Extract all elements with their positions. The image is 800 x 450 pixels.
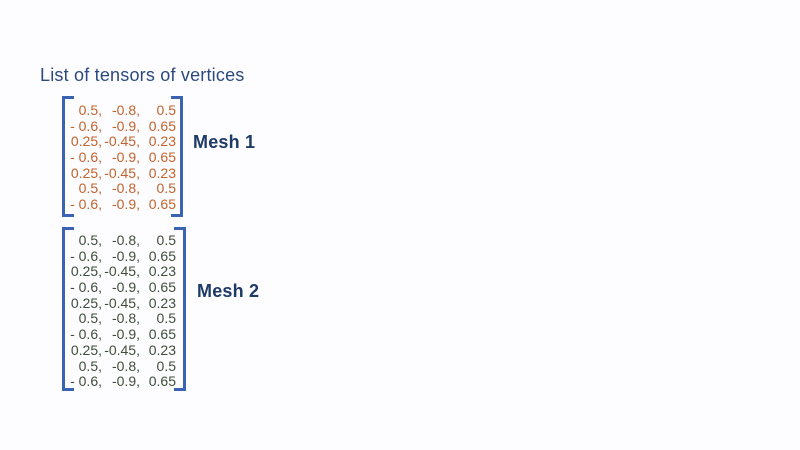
- matrix-cell: - 0.6,: [70, 117, 102, 134]
- matrix-cell: 0.25,: [70, 263, 102, 280]
- matrix-cell: 0.5: [156, 232, 176, 248]
- matrix-row: - 0.6, -0.9, 0.65: [66, 117, 183, 135]
- matrix-cell: - 0.6,: [70, 279, 102, 296]
- matrix-cell: -0.45,: [104, 294, 140, 311]
- matrix-row: 0.5, -0.8, 0.5: [66, 102, 183, 119]
- matrix-cell: - 0.6,: [70, 326, 102, 343]
- matrix-row: - 0.6, -0.9, 0.65: [66, 326, 186, 343]
- matrix-cell: 0.23: [148, 341, 176, 358]
- matrix-row: 0.5, -0.8, 0.5: [66, 181, 183, 197]
- matrix-cell: 0.5: [156, 180, 176, 197]
- left-bracket: [62, 96, 74, 217]
- matrix-cell: 0.25,: [70, 164, 102, 181]
- matrix-cell: -0.9,: [111, 373, 140, 390]
- matrix-cell: 0.5,: [78, 310, 102, 327]
- matrix-cell: - 0.6,: [70, 149, 102, 166]
- matrix-cell: 0.5,: [78, 102, 102, 118]
- mesh1-label: Mesh 1: [193, 132, 256, 152]
- matrix-cell: -0.45,: [104, 263, 140, 280]
- matrix-cell: -0.8,: [111, 357, 140, 374]
- mesh2-label: Mesh 2: [197, 281, 260, 301]
- right-bracket: [174, 227, 186, 391]
- matrix-cell: 0.65: [148, 196, 176, 213]
- matrix-row: 0.25,-0.45, 0.23: [66, 294, 186, 312]
- matrix-row: 0.5, -0.8, 0.5: [66, 311, 186, 327]
- matrix-cell: - 0.6,: [70, 373, 102, 390]
- matrix-cell: -0.9,: [111, 326, 140, 343]
- matrix-row: 0.25,-0.45, 0.23: [66, 264, 186, 280]
- matrix-cell: 0.23: [148, 133, 176, 150]
- matrix-cell: - 0.6,: [70, 196, 102, 213]
- matrix-row: - 0.6, -0.9, 0.65: [66, 196, 183, 213]
- matrix-cell: 0.65: [148, 117, 176, 134]
- matrix-cell: 0.5,: [78, 180, 102, 197]
- matrix-row: 0.25,-0.45, 0.23: [66, 341, 186, 359]
- matrix-cell: -0.45,: [104, 133, 140, 150]
- matrix-cell: -0.8,: [111, 102, 140, 118]
- matrix-cell: 0.5: [156, 310, 176, 327]
- matrix-cell: 0.23: [148, 263, 176, 280]
- matrix-cell: -0.45,: [104, 341, 140, 358]
- matrix-cell: 0.5: [156, 102, 176, 118]
- matrix-cell: -0.45,: [104, 164, 140, 181]
- matrix-cell: 0.65: [148, 149, 176, 166]
- matrix-cell: -0.8,: [111, 232, 140, 248]
- matrix-row: - 0.6, -0.9, 0.65: [66, 247, 186, 265]
- matrix-cell: -0.8,: [111, 310, 140, 327]
- matrix-cell: 0.5,: [78, 232, 102, 248]
- matrix-cell: -0.9,: [111, 247, 140, 264]
- matrix-cell: 0.65: [148, 326, 176, 343]
- matrix-cell: -0.9,: [111, 279, 140, 296]
- matrix-cell: -0.8,: [111, 180, 140, 197]
- matrix-cell: -0.9,: [111, 149, 140, 166]
- matrix-cell: - 0.6,: [70, 247, 102, 264]
- matrix-cell: 0.23: [148, 294, 176, 311]
- matrix-row: 0.5, -0.8, 0.5: [66, 357, 186, 375]
- matrix-row: 0.25,-0.45, 0.23: [66, 164, 183, 182]
- matrix-cell: 0.25,: [70, 133, 102, 150]
- matrix-row: 0.25,-0.45, 0.23: [66, 134, 183, 150]
- page-title: List of tensors of vertices: [40, 65, 245, 85]
- matrix-cell: 0.23: [148, 164, 176, 181]
- matrix-cell: 0.25,: [70, 341, 102, 358]
- matrix-cell: 0.65: [148, 373, 176, 390]
- matrix-cell: -0.9,: [111, 117, 140, 134]
- matrix-cell: 0.65: [148, 247, 176, 264]
- matrix-cell: 0.25,: [70, 294, 102, 311]
- right-bracket: [171, 96, 183, 217]
- matrix-cell: 0.5: [156, 357, 176, 374]
- matrix-row: 0.5, -0.8, 0.5: [66, 232, 186, 249]
- matrix-row: - 0.6, -0.9, 0.65: [66, 373, 186, 390]
- matrix-row: - 0.6, -0.9, 0.65: [66, 149, 183, 166]
- matrix-cell: 0.65: [148, 279, 176, 296]
- matrix-row: - 0.6, -0.9, 0.65: [66, 279, 186, 296]
- matrix-cell: -0.9,: [111, 196, 140, 213]
- left-bracket: [62, 227, 74, 391]
- matrix-cell: 0.5,: [78, 357, 102, 374]
